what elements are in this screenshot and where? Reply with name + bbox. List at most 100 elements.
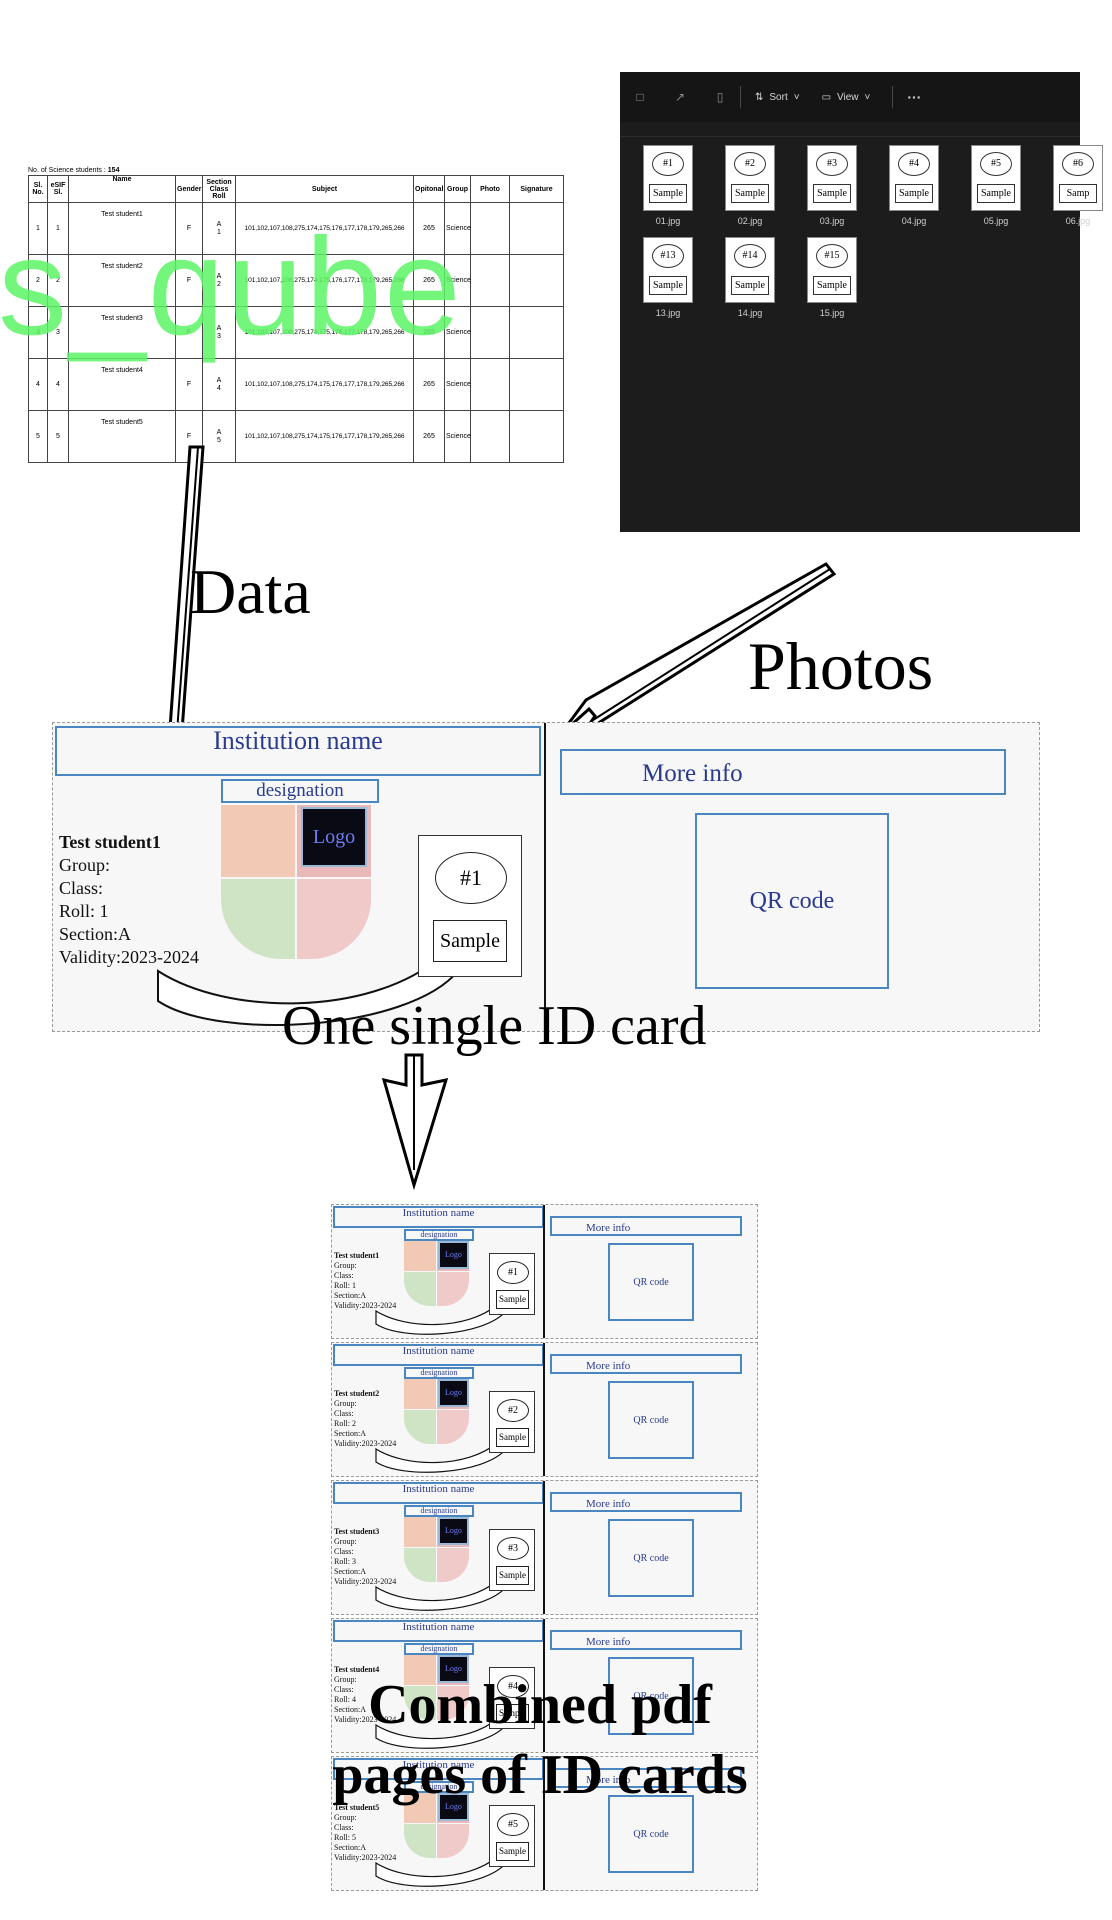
toolbar-divider xyxy=(740,86,741,108)
sort-button[interactable]: ⇅ Sort ˅ xyxy=(755,92,800,103)
view-button[interactable]: ▭ View ˅ xyxy=(822,92,871,103)
student-name: Test student4 xyxy=(334,1665,380,1674)
copy-icon[interactable]: □ xyxy=(636,90,644,104)
delete-icon[interactable]: ▯ xyxy=(716,90,724,104)
logo: Logo xyxy=(438,1241,469,1269)
table-cell-gender: F xyxy=(175,358,203,411)
crest-quadrant xyxy=(221,805,295,877)
table-cell-signature xyxy=(509,306,564,359)
designation: designation xyxy=(221,779,379,803)
table-cell-scr-part: A xyxy=(216,428,222,436)
qr-code: QR code xyxy=(695,813,889,989)
roll-field: Roll: 1 xyxy=(334,1281,357,1290)
validity-field: Validity:2023-2024 xyxy=(334,1715,397,1724)
logo: Logo xyxy=(438,1379,469,1407)
share-icon[interactable]: ↗ xyxy=(674,90,686,104)
table-cell-scr-part: A xyxy=(216,324,222,332)
view-icon: ▭ xyxy=(821,91,832,103)
thumb-sample: Sample xyxy=(813,184,851,203)
qr-code: QR code xyxy=(608,1657,694,1735)
institution-name: Institution name xyxy=(333,1482,544,1504)
validity-field: Validity:2023-2024 xyxy=(334,1853,397,1862)
section-field: Section:A xyxy=(334,1429,366,1438)
group-field: Group: xyxy=(59,855,110,875)
class-field: Class: xyxy=(334,1685,354,1694)
photo-sample-label: Sample xyxy=(496,1566,529,1585)
student-name: Test student5 xyxy=(334,1803,380,1812)
student-count: No. of Science students : 154 xyxy=(28,166,563,175)
section-field: Section:A xyxy=(334,1843,366,1852)
qr-code: QR code xyxy=(608,1381,694,1459)
table-cell-scr-part: 5 xyxy=(217,436,221,444)
designation: designation xyxy=(404,1505,474,1517)
file-name: 06.jpg xyxy=(1065,216,1091,226)
table-cell-subject: 101,102,107,108,275,174,175,176,177,178,… xyxy=(235,306,414,359)
thumb-sample: Sample xyxy=(895,184,933,203)
thumb-number: #1 xyxy=(652,152,684,176)
class-field: Class: xyxy=(59,878,104,898)
roll-field: Roll: 1 xyxy=(59,901,109,921)
explorer-spacer xyxy=(620,122,1080,137)
thumb-number: #13 xyxy=(652,244,684,268)
thumb-number: #15 xyxy=(816,244,848,268)
group-field: Group: xyxy=(334,1399,357,1408)
photos-arrow-inner-line xyxy=(589,568,831,723)
chevron-down-icon: ˅ xyxy=(793,91,800,103)
thumb-sample: Sample xyxy=(649,184,687,203)
file-name: 15.jpg xyxy=(819,308,845,318)
designation: designation xyxy=(404,1781,474,1793)
combined-caption-line1: Combined pdf xyxy=(368,1674,712,1736)
section-field: Section:A xyxy=(59,924,131,944)
thumb-sample: Sample xyxy=(649,276,687,295)
more-options-button[interactable]: ··· xyxy=(907,89,921,105)
institution-name: Institution name xyxy=(333,1620,544,1642)
table-cell-signature xyxy=(509,358,564,411)
card-divider xyxy=(543,1757,545,1890)
student-name: Test student2 xyxy=(334,1389,380,1398)
class-field: Class: xyxy=(334,1823,354,1832)
column-header: Subject xyxy=(235,175,414,203)
combined-caption-line2: pages of ID cards xyxy=(332,1744,748,1806)
crest-quadrant xyxy=(404,1377,436,1409)
photo-sample-label: Sample xyxy=(433,920,507,962)
designation: designation xyxy=(404,1643,474,1655)
photo-sample-label: Sample xyxy=(496,1704,529,1723)
institution-name: Institution name xyxy=(333,1206,544,1228)
card-divider xyxy=(543,1343,545,1476)
thumb-number: #14 xyxy=(734,244,766,268)
crest-quadrant xyxy=(404,1653,436,1685)
file-name: 02.jpg xyxy=(737,216,763,226)
thumb-sample: Sample xyxy=(731,276,769,295)
institution-name: Institution name xyxy=(333,1344,544,1366)
file-name: 13.jpg xyxy=(655,308,681,318)
table-cell-optional: 265 xyxy=(413,358,445,411)
file-name: 01.jpg xyxy=(655,216,681,226)
